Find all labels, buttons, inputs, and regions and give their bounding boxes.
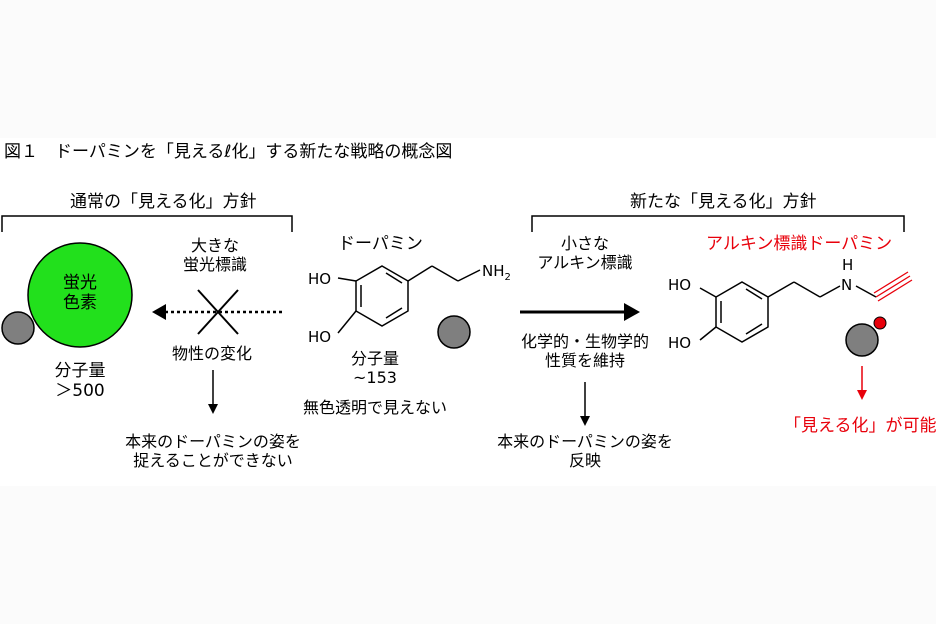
right-bracket [531,215,905,232]
alkyne-dopamine-structure [699,281,877,343]
left-result-text: 本来のドーパミンの姿を 捉えることができない [125,432,301,471]
property-change-label: 物性の変化 [171,344,252,363]
dopamine-ho-2: HO [308,328,332,346]
top-margin [0,0,936,138]
fluorescent-dye-circle [27,242,133,348]
alkyne-ho-1: HO [668,276,692,294]
dopamine-ho-1: HO [308,270,332,288]
right-result-text: 本来のドーパミンの姿を 反映 [497,432,673,471]
bottom-margin [0,486,936,624]
keep-properties-label: 化学的・生物学的 性質を維持 [520,332,649,371]
nh2-subscript: 2 [504,272,511,283]
alkyne-tag-dot [873,316,887,330]
alkyne-molecule-circle [845,323,879,357]
right-heading: 新たな「見える化」方針 [630,192,817,212]
small-alkyne-label: 小さな アルキン標識 [537,234,633,273]
dopamine-nh2: NH2 [482,262,511,284]
alkyne-dopamine-name: アルキン標識ドーパミン [706,234,893,254]
alkyne-triple-bond [873,271,913,302]
dopamine-molecule-circle [437,315,471,349]
small-molecule-left-circle [1,311,35,345]
nh-text: NH [482,262,505,280]
dotted-arrow-head [152,304,166,320]
left-bracket [1,215,293,232]
left-molecular-weight: 分子量 ＞500 [54,361,106,402]
dopamine-structure [337,265,481,334]
visible-result-text: 「見える化」が可能 [784,416,936,436]
left-heading: 通常の「見える化」方針 [70,192,257,212]
large-label-text: 大きな 蛍光標識 [182,236,247,275]
center-description: 無色透明で見えない [302,398,447,417]
center-molecular-weight: 分子量 ~153 [350,349,399,388]
alkyne-ho-2: HO [668,334,692,352]
alkyne-h-label: H [842,256,854,274]
figure-title: 図１ ドーパミンを「見えるℓ化」する新たな戦略の概念図 [4,142,453,162]
bold-right-arrow-head [624,303,640,321]
cross-mark-b [197,289,239,335]
dopamine-name: ドーパミン [338,234,423,254]
alkyne-n-label: N [841,276,853,294]
fluorescent-dye-label: 蛍光 色素 [63,273,97,314]
